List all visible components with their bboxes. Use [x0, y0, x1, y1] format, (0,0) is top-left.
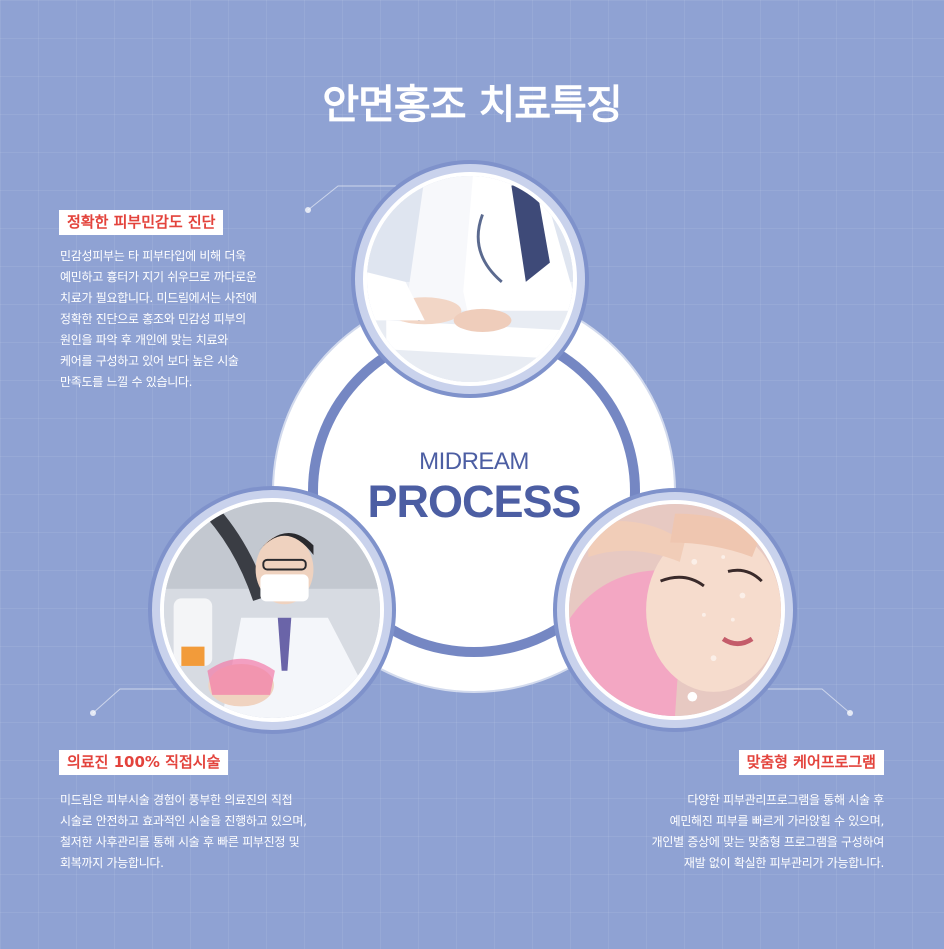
doctor-writing-photo: [363, 172, 577, 386]
description-line: 철저한 사후관리를 통해 시술 후 빠른 피부진정 및: [60, 835, 300, 849]
feature-description-custom-care: 다양한 피부관리프로그램을 통해 시술 후 예민해진 피부를 빠르게 가라앉힐 …: [651, 790, 885, 874]
description-line: 정확한 진단으로 홍조와 민감성 피부의: [60, 312, 246, 326]
description-line: 시술로 안전하고 효과적인 시술을 진행하고 있으며,: [60, 814, 307, 828]
center-brand-label: MIDREAM: [419, 448, 529, 475]
page-title: 안면홍조 치료특징: [322, 82, 622, 128]
description-line: 원인을 파악 후 개인에 맞는 치료와: [60, 333, 228, 347]
description-line: 다양한 피부관리프로그램을 통해 시술 후: [687, 793, 884, 807]
description-line: 민감성피부는 타 피부타입에 비해 더욱: [60, 249, 246, 263]
feature-heading-diagnosis: 정확한 피부민감도 진단: [59, 210, 224, 235]
description-line: 예민하고 흉터가 지기 쉬우므로 까다로운: [60, 270, 257, 284]
description-line: 치료가 필요합니다. 미드림에서는 사전에: [60, 291, 257, 305]
facial-care-photo: [565, 500, 785, 720]
feature-description-direct-treatment: 미드림은 피부시술 경험이 풍부한 의료진의 직접 시술로 안전하고 효과적인 …: [60, 790, 307, 874]
doctor-laser-treatment-photo: [160, 498, 384, 722]
description-line: 예민해진 피부를 빠르게 가라앉힐 수 있으며,: [669, 814, 885, 828]
description-line: 회복까지 가능합니다.: [60, 856, 164, 870]
description-line: 개인별 증상에 맞는 맞춤형 프로그램을 구성하여: [651, 835, 885, 849]
description-line: 미드림은 피부시술 경험이 풍부한 의료진의 직접: [60, 793, 293, 807]
feature-heading-custom-care: 맞춤형 케어프로그램: [738, 750, 884, 775]
feature-description-diagnosis: 민감성피부는 타 피부타입에 비해 더욱 예민하고 흉터가 지기 쉬우므로 까다…: [60, 246, 257, 393]
description-line: 재발 없이 확실한 피부관리가 가능합니다.: [683, 856, 884, 870]
center-process-label: PROCESS: [367, 476, 581, 527]
description-line: 케어를 구성하고 있어 보다 높은 시술: [60, 354, 239, 368]
description-line: 만족도를 느낄 수 있습니다.: [60, 375, 193, 389]
feature-heading-direct-treatment: 의료진 100% 직접시술: [59, 750, 229, 775]
